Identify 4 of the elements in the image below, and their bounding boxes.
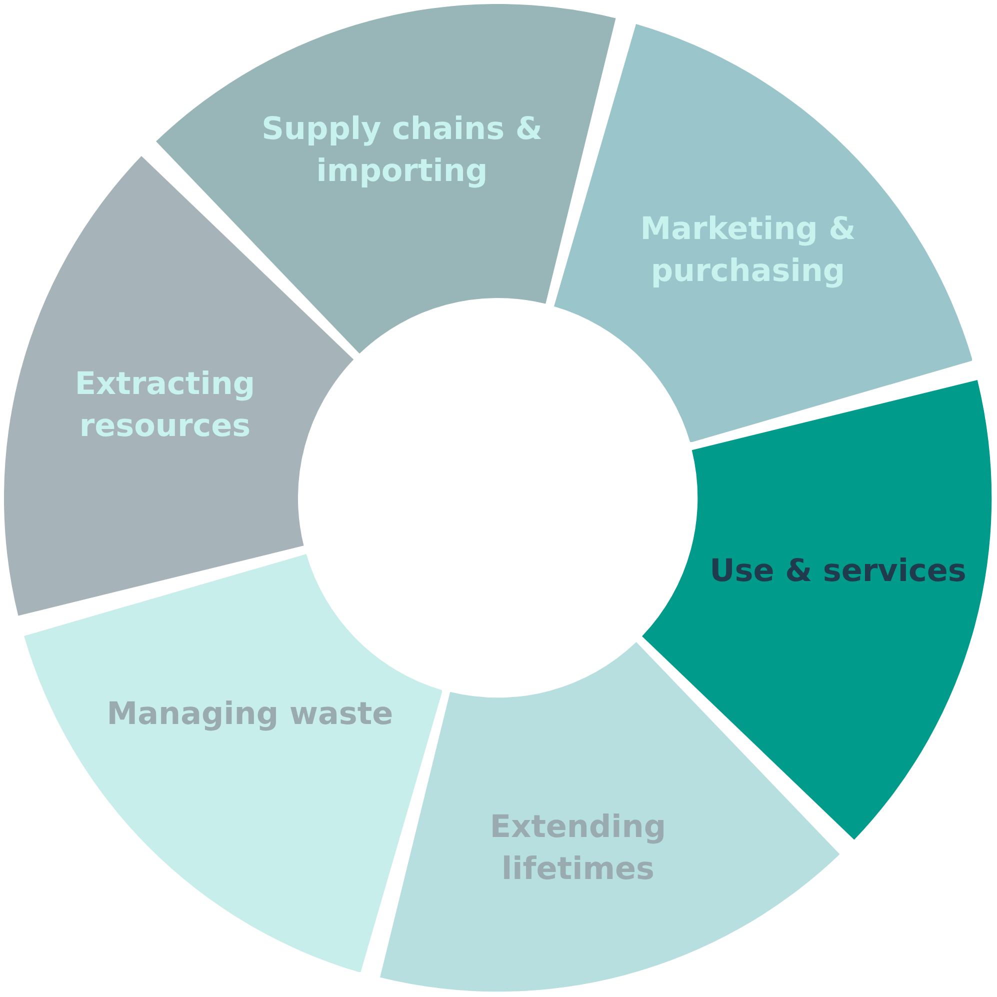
segment-label: Use & services (708, 552, 968, 591)
segment-label: Supply chains & importing (260, 110, 544, 191)
segment-label: Extracting resources (74, 364, 256, 446)
segment-label: Managing waste (106, 694, 394, 734)
